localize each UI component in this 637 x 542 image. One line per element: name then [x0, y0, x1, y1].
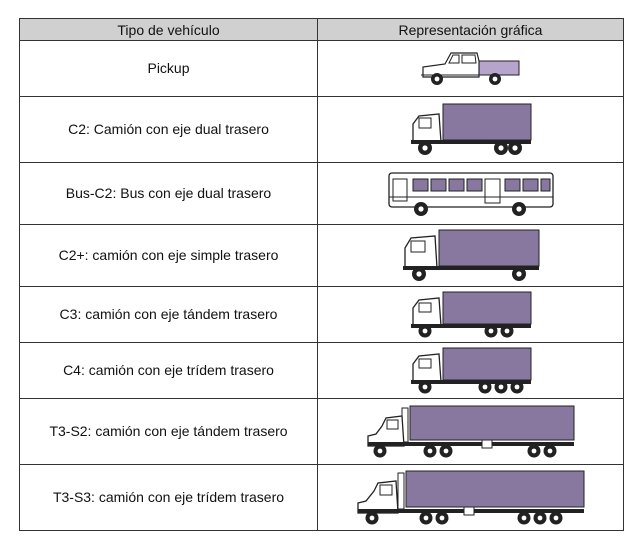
vehicle-graphic-cell [317, 224, 624, 287]
vehicle-graphic-cell [317, 342, 624, 399]
vehicle-type-label: C2: Camión con eje dual trasero [19, 96, 318, 163]
table-row: T3-S3: camión con eje trídem trasero [19, 464, 624, 531]
vehicle-graphic-cell [317, 464, 624, 531]
vehicle-type-label: T3-S3: camión con eje trídem trasero [19, 464, 318, 531]
pickup-truck-icon [420, 51, 519, 85]
vehicle-type-label: Pickup [19, 40, 318, 97]
table-row: T3-S2: camión con eje tándem trasero [19, 398, 624, 465]
table-row: C2+: camión con eje simple trasero [19, 224, 624, 287]
t3s3-semitrailer-icon [356, 470, 584, 524]
vehicle-type-label: C2+: camión con eje simple trasero [19, 224, 318, 287]
table-row: C3: camión con eje tándem trasero [19, 286, 624, 343]
vehicle-type-label: C3: camión con eje tándem trasero [19, 286, 318, 343]
table-row: C4: camión con eje trídem trasero [19, 342, 624, 399]
vehicle-type-label: Bus-C2: Bus con eje dual trasero [19, 162, 318, 225]
vehicle-type-label: T3-S2: camión con eje tándem trasero [19, 398, 318, 465]
c3-truck-icon [410, 291, 531, 337]
table-row: Bus-C2: Bus con eje dual trasero [19, 162, 624, 225]
vehicle-graphic-cell [317, 96, 624, 163]
t3s2-semitrailer-icon [366, 405, 574, 457]
c2plus-truck-icon [402, 229, 539, 281]
vehicle-graphic-cell [317, 162, 624, 225]
table-row: C2: Camión con eje dual trasero [19, 96, 624, 163]
bus-icon [387, 171, 554, 216]
vehicle-type-label: C4: camión con eje trídem trasero [19, 342, 318, 399]
vehicle-graphic-cell [317, 286, 624, 343]
vehicle-graphic-cell [317, 398, 624, 465]
header-graphic: Representación gráfica [317, 18, 624, 41]
vehicle-table: Tipo de vehículo Representación gráfica … [19, 18, 624, 531]
table-header-row: Tipo de vehículo Representación gráfica [19, 18, 624, 41]
c4-truck-icon [410, 347, 531, 393]
vehicle-graphic-cell [317, 40, 624, 97]
c2-truck-icon [410, 103, 531, 155]
header-vehicle-type: Tipo de vehículo [19, 18, 318, 41]
table-row: Pickup [19, 40, 624, 97]
